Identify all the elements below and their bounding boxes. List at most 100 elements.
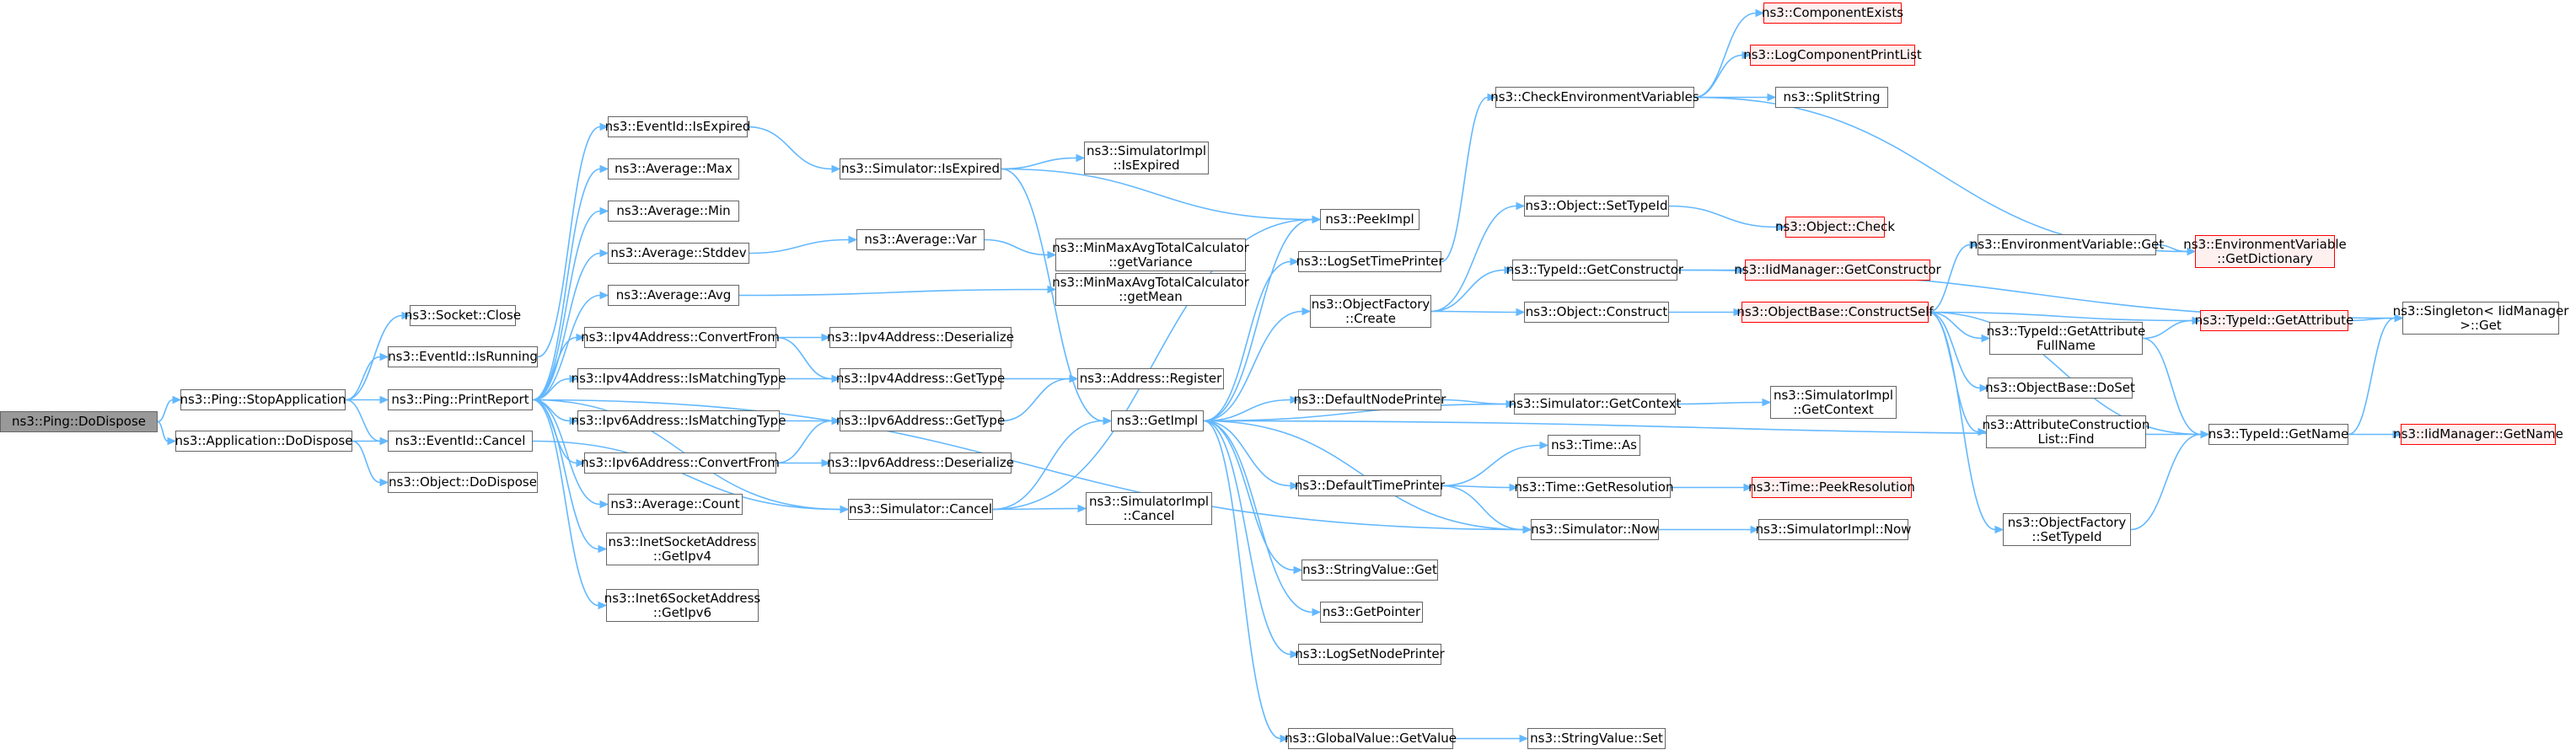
node-stopapp[interactable]: ns3::Ping::StopApplication (180, 389, 346, 410)
node-globalget[interactable]: ns3::GlobalValue::GetValue (1285, 728, 1457, 749)
node-defnodeprinter[interactable]: ns3::DefaultNodePrinter (1294, 389, 1446, 410)
node-constructself[interactable]: ns3::ObjectBase::ConstructSelf (1736, 302, 1934, 323)
edge-objfactory-typeidgetctor (1430, 269, 1505, 313)
node-evexpired[interactable]: ns3::EventId::IsExpired (604, 116, 751, 137)
node-avgstddev[interactable]: ns3::Average::Stddev (608, 243, 749, 264)
edge-arrowhead (1076, 153, 1086, 163)
edge-arrowhead (599, 500, 609, 509)
edge-arrowhead (1312, 608, 1322, 617)
node-peekimpl[interactable]: ns3::PeekImpl (1320, 209, 1419, 230)
edge-simexpired-simimplexp (1001, 157, 1077, 170)
node-ipv4gettype[interactable]: ns3::Ipv4Address::GetType (836, 368, 1005, 389)
edge-arrowhead (1743, 483, 1753, 492)
node-addrreg[interactable]: ns3::Address::Register (1077, 368, 1224, 389)
node-simimplnow[interactable]: ns3::SimulatorImpl::Now (1756, 519, 1911, 540)
node-simgetctx[interactable]: ns3::Simulator::GetContext (1509, 394, 1681, 415)
node-typeidgetattr[interactable]: ns3::TypeId::GetAttribute (2195, 310, 2353, 331)
node-ipv6deser[interactable]: ns3::Ipv6Address::Deserialize (827, 452, 1014, 474)
node-ipv4deser[interactable]: ns3::Ipv4Address::Deserialize (827, 327, 1014, 348)
node-singleton[interactable]: ns3::Singleton< IidManager>::Get (2393, 302, 2568, 335)
node-timegetres[interactable]: ns3::Time::GetResolution (1515, 477, 1673, 498)
edge-typeidfullname-typeidgetattr (2142, 319, 2193, 340)
node-typeidgetname[interactable]: ns3::TypeId::GetName (2208, 424, 2348, 445)
node-label: ns3::Application::DoDispose (174, 433, 353, 448)
node-simimplcancel[interactable]: ns3::SimulatorImpl::Cancel (1086, 492, 1212, 525)
edge-arrowhead (1767, 93, 1777, 102)
node-objsettypeid[interactable]: ns3::Object::SetTypeId (1524, 195, 1669, 217)
node-checkenv[interactable]: ns3::CheckEnvironmentVariables (1490, 87, 1699, 108)
node-sockclose[interactable]: ns3::Socket::Close (405, 305, 521, 326)
node-printreport[interactable]: ns3::Ping::PrintReport (388, 389, 533, 410)
node-evrunning[interactable]: ns3::EventId::IsRunning (388, 346, 538, 367)
edge-evrunning-evexpired (537, 126, 601, 358)
node-inet6[interactable]: ns3::Inet6SocketAddress::GetIpv6 (604, 589, 760, 622)
node-simnow[interactable]: ns3::Simulator::Now (1531, 519, 1659, 540)
node-label: FullName (2037, 337, 2096, 353)
node-simimplctx[interactable]: ns3::SimulatorImpl::GetContext (1770, 386, 1897, 419)
node-iidgetname[interactable]: ns3::IidManager::GetName (2393, 424, 2563, 445)
node-avgvar[interactable]: ns3::Average::Var (856, 229, 985, 250)
node-getvariance[interactable]: ns3::MinMaxAvgTotalCalculator::getVarian… (1052, 238, 1249, 271)
node-objcheck[interactable]: ns3::Object::Check (1775, 217, 1895, 238)
edge-arrowhead (1979, 383, 1989, 393)
node-simcancel[interactable]: ns3::Simulator::Cancel (848, 499, 993, 520)
edge-constructself-typeidgetattr (1928, 311, 2193, 322)
node-splitstring[interactable]: ns3::SplitString (1775, 87, 1888, 108)
node-ipv4match[interactable]: ns3::Ipv4Address::IsMatchingType (572, 368, 786, 389)
node-label: ns3::Average::Stddev (610, 245, 747, 260)
edge-objfactory-objconstruct (1430, 310, 1517, 313)
node-label: ::Cancel (1123, 507, 1175, 523)
node-peekres[interactable]: ns3::Time::PeekResolution (1748, 477, 1915, 498)
node-timeas[interactable]: ns3::Time::As (1548, 435, 1640, 456)
node-iidgetctor[interactable]: ns3::IidManager::GetConstructor (1734, 260, 1941, 281)
edge-arrowhead (599, 206, 609, 216)
edge-arrowhead (1280, 734, 1290, 743)
edge-arrowhead (2392, 430, 2402, 439)
node-label: ns3::Simulator::Cancel (848, 501, 993, 517)
node-appdispose[interactable]: ns3::Application::DoDispose (175, 431, 352, 452)
node-simexpired[interactable]: ns3::Simulator::IsExpired (840, 158, 1001, 179)
node-avgavg[interactable]: ns3::Average::Avg (608, 285, 739, 306)
node-objfactory[interactable]: ns3::ObjectFactory::Create (1310, 295, 1431, 328)
node-label: ns3::Address::Register (1079, 371, 1222, 386)
node-envdict[interactable]: ns3::EnvironmentVariable::GetDictionary (2183, 235, 2347, 268)
node-getmean[interactable]: ns3::MinMaxAvgTotalCalculator::getMean (1052, 273, 1249, 306)
edge-getimpl-defnodeprinter (1203, 399, 1291, 422)
node-label: ns3::EventId::IsExpired (604, 119, 751, 134)
edge-arrowhead (1290, 481, 1300, 490)
node-logcompprint[interactable]: ns3::LogComponentPrintList (1743, 45, 1922, 66)
edge-arrowhead (576, 333, 586, 342)
node-evcancel[interactable]: ns3::EventId::Cancel (388, 431, 533, 452)
node-logsetnode[interactable]: ns3::LogSetNodePrinter (1295, 644, 1445, 665)
node-avgcount[interactable]: ns3::Average::Count (608, 494, 743, 515)
node-ipv6gettype[interactable]: ns3::Ipv6Address::GetType (836, 410, 1005, 431)
node-objconstruct[interactable]: ns3::Object::Construct (1524, 302, 1669, 323)
edge-arrowhead (821, 458, 831, 468)
node-avgmin[interactable]: ns3::Average::Min (608, 201, 739, 222)
node-simimplexp[interactable]: ns3::SimulatorImpl::IsExpired (1084, 142, 1209, 174)
node-label: ns3::Ipv6Address::IsMatchingType (571, 413, 786, 428)
node-logsettime[interactable]: ns3::LogSetTimePrinter (1296, 251, 1444, 272)
node-objbasedoset[interactable]: ns3::ObjectBase::DoSet (1985, 378, 2135, 399)
node-getpointer[interactable]: ns3::GetPointer (1320, 602, 1423, 623)
node-ipv4conv[interactable]: ns3::Ipv4Address::ConvertFrom (581, 327, 780, 348)
node-objdispose[interactable]: ns3::Object::DoDispose (388, 472, 538, 493)
edge-arrowhead (1505, 399, 1516, 409)
node-ipv6match[interactable]: ns3::Ipv6Address::IsMatchingType (572, 410, 786, 431)
node-facsettypeid[interactable]: ns3::ObjectFactory::SetTypeId (2003, 513, 2131, 546)
node-ipv6conv[interactable]: ns3::Ipv6Address::ConvertFrom (581, 452, 780, 474)
node-avgmax[interactable]: ns3::Average::Max (608, 158, 739, 179)
node-envget[interactable]: ns3::EnvironmentVariable::Get (1970, 234, 2164, 255)
node-deftimeprinter[interactable]: ns3::DefaultTimePrinter (1295, 475, 1445, 496)
node-label: ns3::Ipv4Address::ConvertFrom (581, 329, 780, 345)
node-typeidgetctor[interactable]: ns3::TypeId::GetConstructor (1506, 260, 1683, 281)
node-label: ns3::SimulatorImpl::Now (1755, 522, 1912, 537)
node-getimpl[interactable]: ns3::GetImpl (1111, 410, 1204, 431)
edge-arrowhead (1103, 416, 1113, 426)
node-strvalget[interactable]: ns3::StringValue::Get (1301, 560, 1438, 581)
node-inet4[interactable]: ns3::InetSocketAddress::GetIpv4 (606, 533, 759, 565)
node-compexists[interactable]: ns3::ComponentExists (1762, 3, 1903, 24)
node-strvalset[interactable]: ns3::StringValue::Set (1527, 728, 1666, 749)
